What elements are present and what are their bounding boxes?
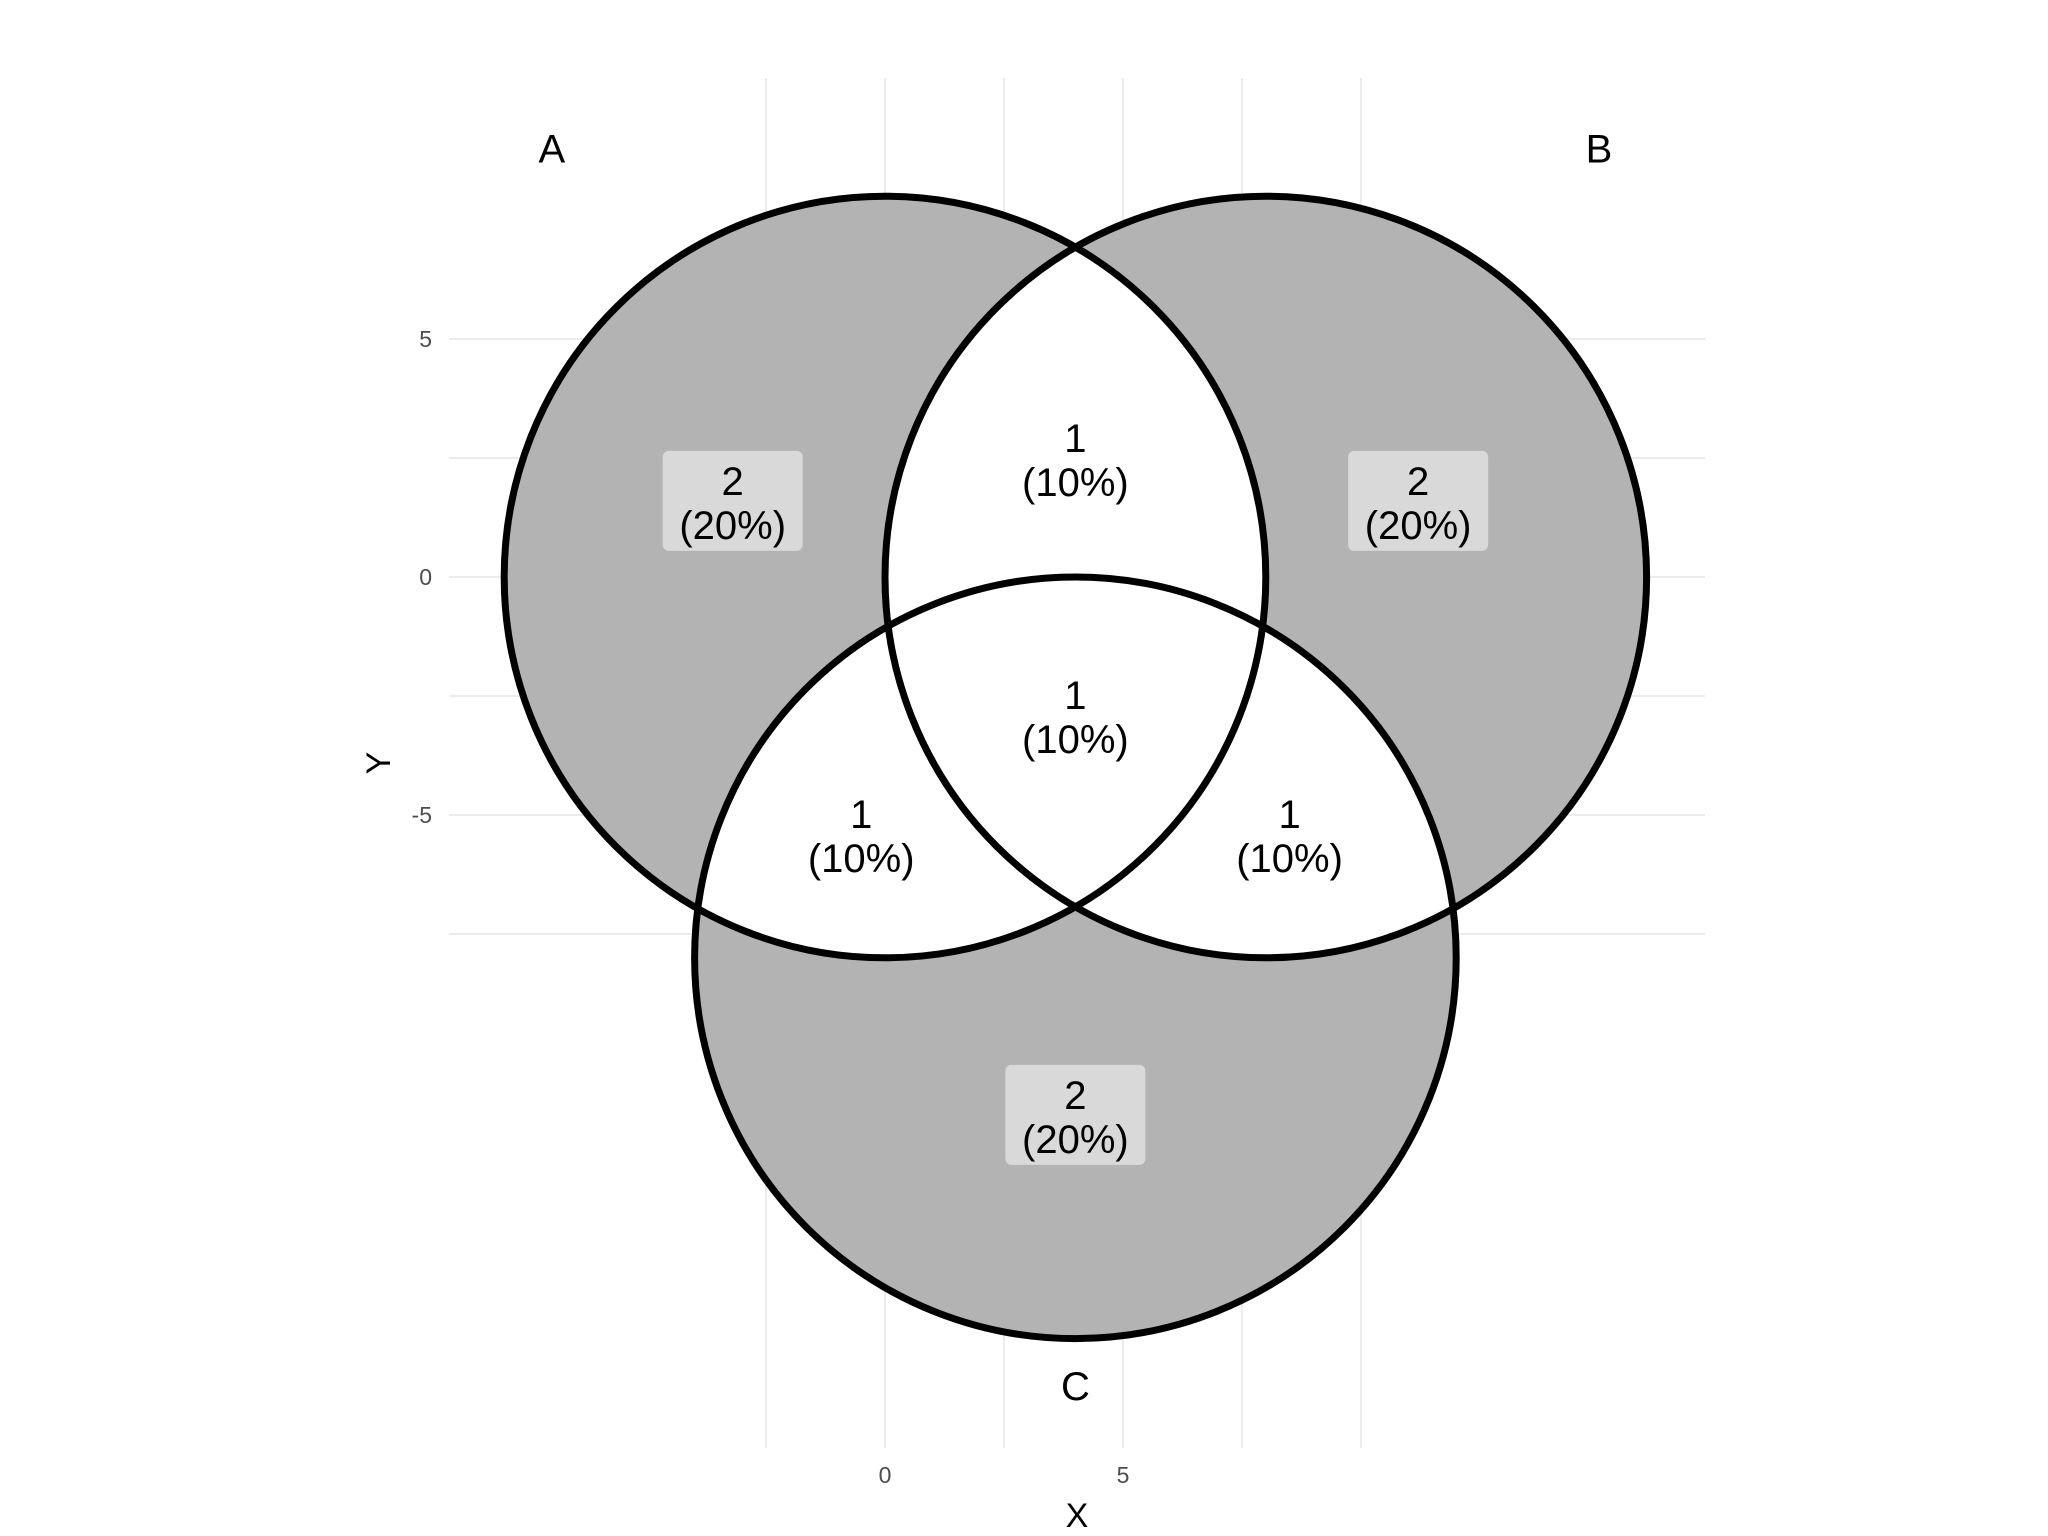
- region-label-box: [662, 450, 803, 551]
- set-b-outline: [881, 192, 1651, 962]
- set-label-b: B: [1586, 128, 1613, 172]
- region-label-box: [1005, 1064, 1146, 1165]
- region-percent: (10%): [1022, 718, 1129, 762]
- y-tick-label: 0: [419, 564, 432, 590]
- region-count: 1: [1064, 674, 1086, 718]
- axes: X Y 0 5 5 0 -5: [360, 326, 1129, 1535]
- region-count: 2: [722, 460, 744, 504]
- overlap-ac-fill: [694, 577, 1266, 958]
- region-label-ac: 1(10%): [808, 793, 915, 881]
- set-a-outline: [500, 192, 1270, 962]
- region-label-c: 2(20%): [1005, 1064, 1146, 1165]
- set-outlines: [500, 192, 1651, 1343]
- region-percent: (20%): [1365, 504, 1472, 548]
- set-fills: [504, 196, 1647, 1339]
- region-percent: (10%): [808, 837, 915, 881]
- region-count: 1: [1064, 417, 1086, 461]
- y-tick-label: -5: [412, 802, 432, 828]
- set-labels: A B C: [538, 128, 1612, 1410]
- y-axis-label: Y: [360, 752, 398, 775]
- region-label-abc: 1(10%): [1022, 674, 1129, 762]
- region-label-ab: 1(10%): [1022, 417, 1129, 505]
- region-count: 1: [1278, 793, 1300, 837]
- region-count: 1: [850, 793, 872, 837]
- y-tick-label: 5: [419, 326, 432, 352]
- region-count: 2: [1064, 1074, 1086, 1118]
- set-c-outline: [691, 573, 1460, 1343]
- x-tick-label: 0: [879, 1462, 892, 1488]
- set-label-a: A: [538, 128, 565, 172]
- x-tick-label: 5: [1117, 1462, 1130, 1488]
- region-count: 2: [1407, 460, 1429, 504]
- x-axis-label: X: [1066, 1497, 1089, 1535]
- region-labels: 2(20%)2(20%)2(20%)1(10%)1(10%)1(10%)1(10…: [662, 417, 1489, 1165]
- region-percent: (10%): [1022, 461, 1129, 505]
- region-label-box: [1348, 450, 1489, 551]
- region-label-b: 2(20%): [1348, 450, 1489, 551]
- overlap-bc-fill: [885, 577, 1457, 958]
- region-percent: (20%): [679, 504, 786, 548]
- region-label-a: 2(20%): [662, 450, 803, 551]
- region-percent: (10%): [1236, 837, 1343, 881]
- region-percent: (20%): [1022, 1118, 1129, 1162]
- region-label-bc: 1(10%): [1236, 793, 1343, 881]
- set-label-c: C: [1061, 1365, 1090, 1409]
